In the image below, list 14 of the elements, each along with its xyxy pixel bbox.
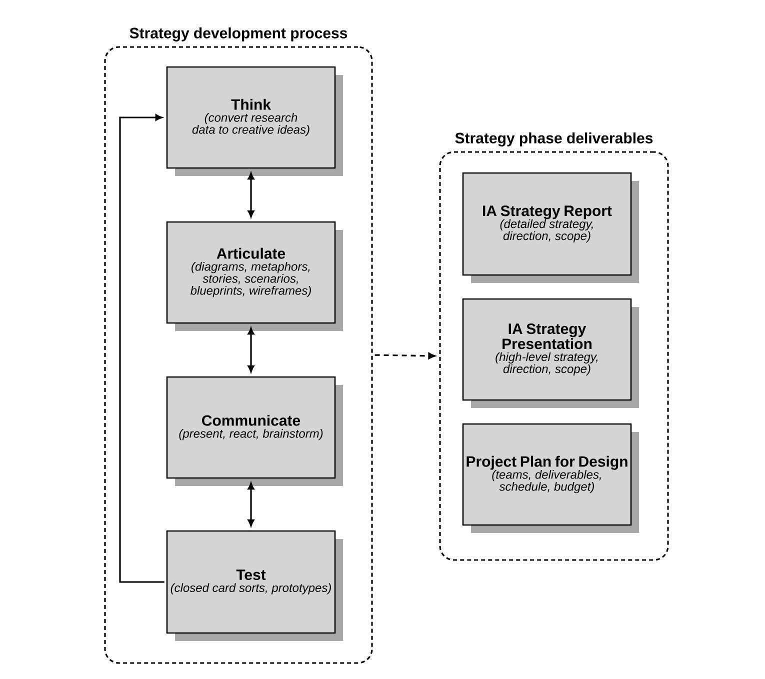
arrow bbox=[119, 114, 164, 583]
process-box: IA Strategy Report (detailed strategy, direction, scope) bbox=[462, 172, 639, 283]
arrow bbox=[374, 352, 436, 360]
arrow bbox=[248, 328, 254, 372]
node-label: Strategy development process bbox=[130, 27, 348, 42]
process-box: Test (closed card sorts, prototypes) bbox=[166, 530, 343, 641]
node-label: Strategy phase deliverables bbox=[455, 132, 653, 146]
process-box: Project Plan for Design (teams, deliverables, schedule, budget) bbox=[462, 423, 639, 533]
process-box: IA Strategy Presentation (high-level strategy, direction, scope) bbox=[462, 298, 639, 408]
arrow bbox=[248, 482, 254, 526]
process-box: Communicate (present, react, brainstorm) bbox=[166, 376, 343, 486]
process-box: Think (convert research data to creative ideas) bbox=[166, 66, 343, 176]
arrow bbox=[248, 172, 254, 218]
process-box: Articulate (diagrams, metaphors, stories, scenarios, blueprints, wireframes) bbox=[166, 221, 343, 331]
